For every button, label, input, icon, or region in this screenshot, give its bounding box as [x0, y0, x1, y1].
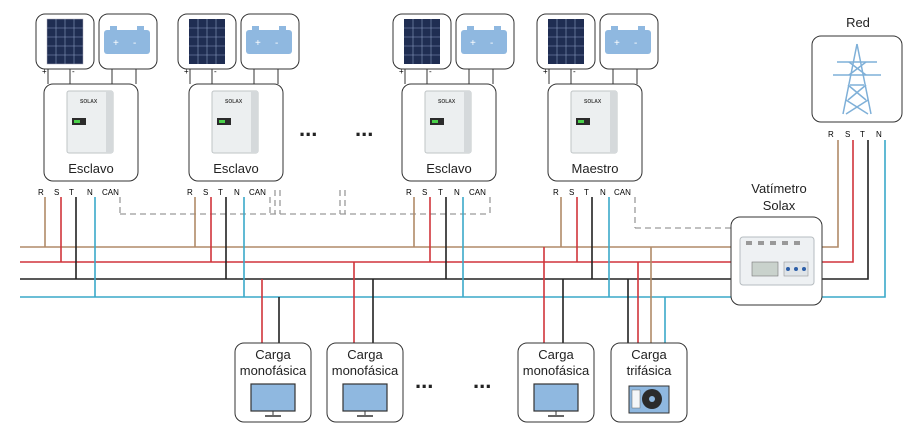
- grid-terminal-s: S: [845, 130, 850, 139]
- load-title-line2: monofásica: [332, 363, 399, 378]
- monitor-icon: [342, 383, 388, 417]
- pv-minus-label: -: [214, 67, 217, 76]
- battery-icon: [246, 30, 292, 54]
- svg-text:-: -: [490, 38, 493, 49]
- terminal-s: S: [203, 188, 208, 197]
- transmission-tower-icon: [833, 43, 881, 115]
- load-title-line2: trifásica: [627, 363, 673, 378]
- pv-plus-label: +: [42, 67, 47, 76]
- ellipsis-top-1: ...: [299, 116, 317, 141]
- terminal-can: CAN: [614, 188, 631, 197]
- svg-text:+: +: [113, 38, 119, 49]
- meter-title-line1: Vatímetro: [751, 181, 806, 196]
- terminal-n: N: [87, 188, 93, 197]
- terminal-s: S: [54, 188, 59, 197]
- inverter-label: Maestro: [572, 161, 619, 176]
- ellipsis-top-2: ...: [355, 116, 373, 141]
- terminal-r: R: [187, 188, 193, 197]
- load-title-line1: Carga: [538, 347, 574, 362]
- svg-text:-: -: [275, 38, 278, 49]
- inverter-brand: SOLAX: [438, 99, 456, 105]
- ellipsis-bottom-2: ...: [473, 368, 491, 393]
- terminal-t: T: [69, 188, 74, 197]
- battery-icon: [104, 30, 150, 54]
- terminal-t: T: [438, 188, 443, 197]
- inverter-brand: SOLAX: [80, 99, 98, 105]
- can-bus: [119, 190, 735, 229]
- inverter-label: Esclavo: [68, 161, 114, 176]
- terminal-t: T: [584, 188, 589, 197]
- load-title-line1: Carga: [347, 347, 383, 362]
- grid: Red R S T N: [811, 15, 903, 139]
- ellipsis-bottom-1: ...: [415, 368, 433, 393]
- terminal-s: S: [569, 188, 574, 197]
- grid-terminal-n: N: [876, 130, 882, 139]
- load-title-line1: Carga: [255, 347, 291, 362]
- load-title-line2: monofásica: [523, 363, 590, 378]
- monitor-icon: [533, 383, 579, 417]
- inverter-label: Esclavo: [213, 161, 259, 176]
- inverter-unit-3: + - + - SOLAX Esclavo R S T N CAN: [392, 13, 515, 297]
- svg-text:+: +: [470, 38, 476, 49]
- svg-text:+: +: [255, 38, 261, 49]
- terminal-s: S: [422, 188, 427, 197]
- ac-bus: [20, 246, 735, 298]
- pv-minus-label: -: [72, 67, 75, 76]
- inverter-unit-1: + - + - SOLAX Esclavo R S T N CAN: [35, 13, 158, 297]
- battery-icon: [461, 30, 507, 54]
- terminal-r: R: [406, 188, 412, 197]
- load-2: Carga monofásica: [326, 342, 404, 423]
- pv-minus-label: -: [573, 67, 576, 76]
- pv-minus-label: -: [429, 67, 432, 76]
- energy-meter: Vatímetro Solax: [730, 181, 823, 306]
- inverter-unit-2: + - + - SOLAX Esclavo R S T N CAN: [177, 13, 300, 297]
- terminal-n: N: [600, 188, 606, 197]
- load-title-line2: monofásica: [240, 363, 307, 378]
- terminal-can: CAN: [249, 188, 266, 197]
- svg-text:-: -: [634, 38, 637, 49]
- ac-unit-icon: [628, 385, 670, 414]
- monitor-icon: [250, 383, 296, 417]
- grid-terminal-r: R: [828, 130, 834, 139]
- inverter-brand: SOLAX: [225, 99, 243, 105]
- inverter-label: Esclavo: [426, 161, 472, 176]
- svg-text:-: -: [133, 38, 136, 49]
- svg-text:+: +: [614, 38, 620, 49]
- load-4: Carga trifásica: [610, 342, 688, 423]
- pv-plus-label: +: [184, 67, 189, 76]
- terminal-n: N: [454, 188, 460, 197]
- grid-box: [811, 35, 903, 123]
- terminal-can: CAN: [102, 188, 119, 197]
- terminal-n: N: [234, 188, 240, 197]
- battery-icon: [605, 30, 651, 54]
- pv-plus-label: +: [543, 67, 548, 76]
- meter-title-line2: Solax: [763, 198, 796, 213]
- load-3: Carga monofásica: [517, 342, 595, 423]
- pv-plus-label: +: [399, 67, 404, 76]
- load-wires: [261, 247, 666, 346]
- load-title-line1: Carga: [631, 347, 667, 362]
- inverter-unit-4: + - + - SOLAX Maestro R S T N CAN: [536, 13, 659, 297]
- load-1: Carga monofásica: [234, 342, 312, 423]
- terminal-can: CAN: [469, 188, 486, 197]
- grid-terminal-t: T: [860, 130, 865, 139]
- terminal-t: T: [218, 188, 223, 197]
- grid-title: Red: [846, 15, 870, 30]
- terminal-r: R: [38, 188, 44, 197]
- inverter-brand: SOLAX: [584, 99, 602, 105]
- terminal-r: R: [553, 188, 559, 197]
